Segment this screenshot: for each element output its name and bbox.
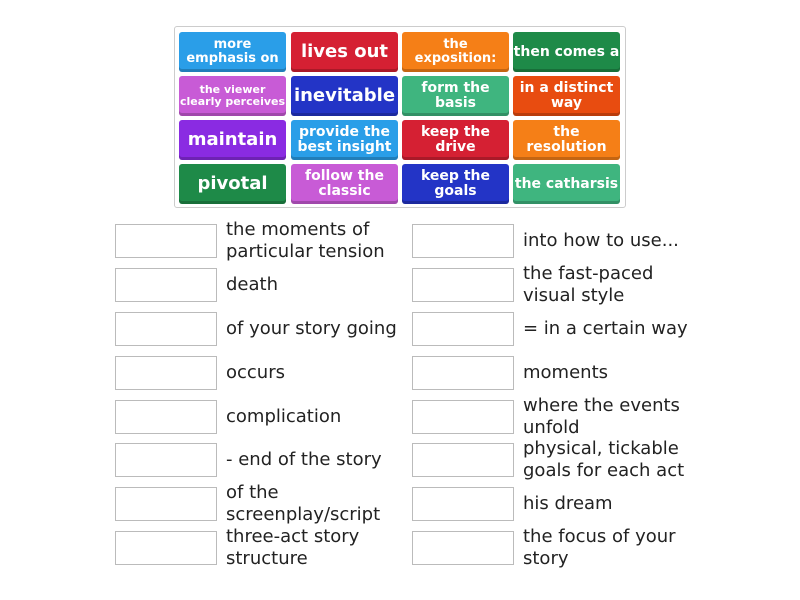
drop-box[interactable]	[115, 312, 217, 346]
drop-box[interactable]	[412, 531, 514, 565]
answer-tile[interactable]: maintain	[179, 120, 286, 160]
drop-box[interactable]	[115, 224, 217, 258]
drop-box[interactable]	[412, 400, 514, 434]
answer-tile[interactable]: the exposition:	[402, 32, 509, 72]
prompt-text: - end of the story	[226, 449, 382, 470]
drop-box[interactable]	[412, 312, 514, 346]
prompt-text: death	[226, 274, 278, 295]
prompt-text: of your story going	[226, 318, 397, 339]
prompt-text: complication	[226, 406, 342, 427]
prompt-text: of the screenplay/script	[226, 482, 381, 525]
prompt-text: where the events unfold	[523, 395, 680, 438]
drop-box[interactable]	[115, 443, 217, 477]
drop-box[interactable]	[115, 356, 217, 390]
prompt-text: three-act story structure	[226, 526, 360, 569]
answer-tile[interactable]: in a distinct way	[513, 76, 620, 116]
answer-tile[interactable]: provide the best insight	[291, 120, 398, 160]
answer-tile[interactable]: keep the goals	[402, 164, 509, 204]
drop-box[interactable]	[412, 356, 514, 390]
drop-box[interactable]	[412, 224, 514, 258]
drop-box[interactable]	[412, 487, 514, 521]
answer-tile[interactable]: pivotal	[179, 164, 286, 204]
answer-tile[interactable]: inevitable	[291, 76, 398, 116]
answer-tile[interactable]: the viewer clearly perceives	[179, 76, 286, 116]
answer-tile[interactable]: the catharsis	[513, 164, 620, 204]
drop-box[interactable]	[412, 268, 514, 302]
prompt-text: occurs	[226, 362, 285, 383]
prompt-text: into how to use...	[523, 230, 679, 251]
drop-box[interactable]	[115, 531, 217, 565]
prompt-text: the focus of your story	[523, 526, 676, 569]
answer-tile[interactable]: follow the classic	[291, 164, 398, 204]
answer-tile[interactable]: more emphasis on	[179, 32, 286, 72]
answer-tile[interactable]: the resolution	[513, 120, 620, 160]
drop-box[interactable]	[115, 400, 217, 434]
drop-box[interactable]	[115, 487, 217, 521]
prompt-text: = in a certain way	[523, 318, 688, 339]
prompt-text: his dream	[523, 493, 613, 514]
answer-tile[interactable]: keep the drive	[402, 120, 509, 160]
answer-tile[interactable]: form the basis	[402, 76, 509, 116]
answer-tile[interactable]: then comes a	[513, 32, 620, 72]
drop-box[interactable]	[412, 443, 514, 477]
drop-box[interactable]	[115, 268, 217, 302]
prompt-text: the moments of particular tension	[226, 219, 385, 262]
prompt-text: moments	[523, 362, 608, 383]
answer-tile[interactable]: lives out	[291, 32, 398, 72]
prompt-text: physical, tickable goals for each act	[523, 438, 685, 481]
prompt-text: the fast-paced visual style	[523, 263, 654, 306]
